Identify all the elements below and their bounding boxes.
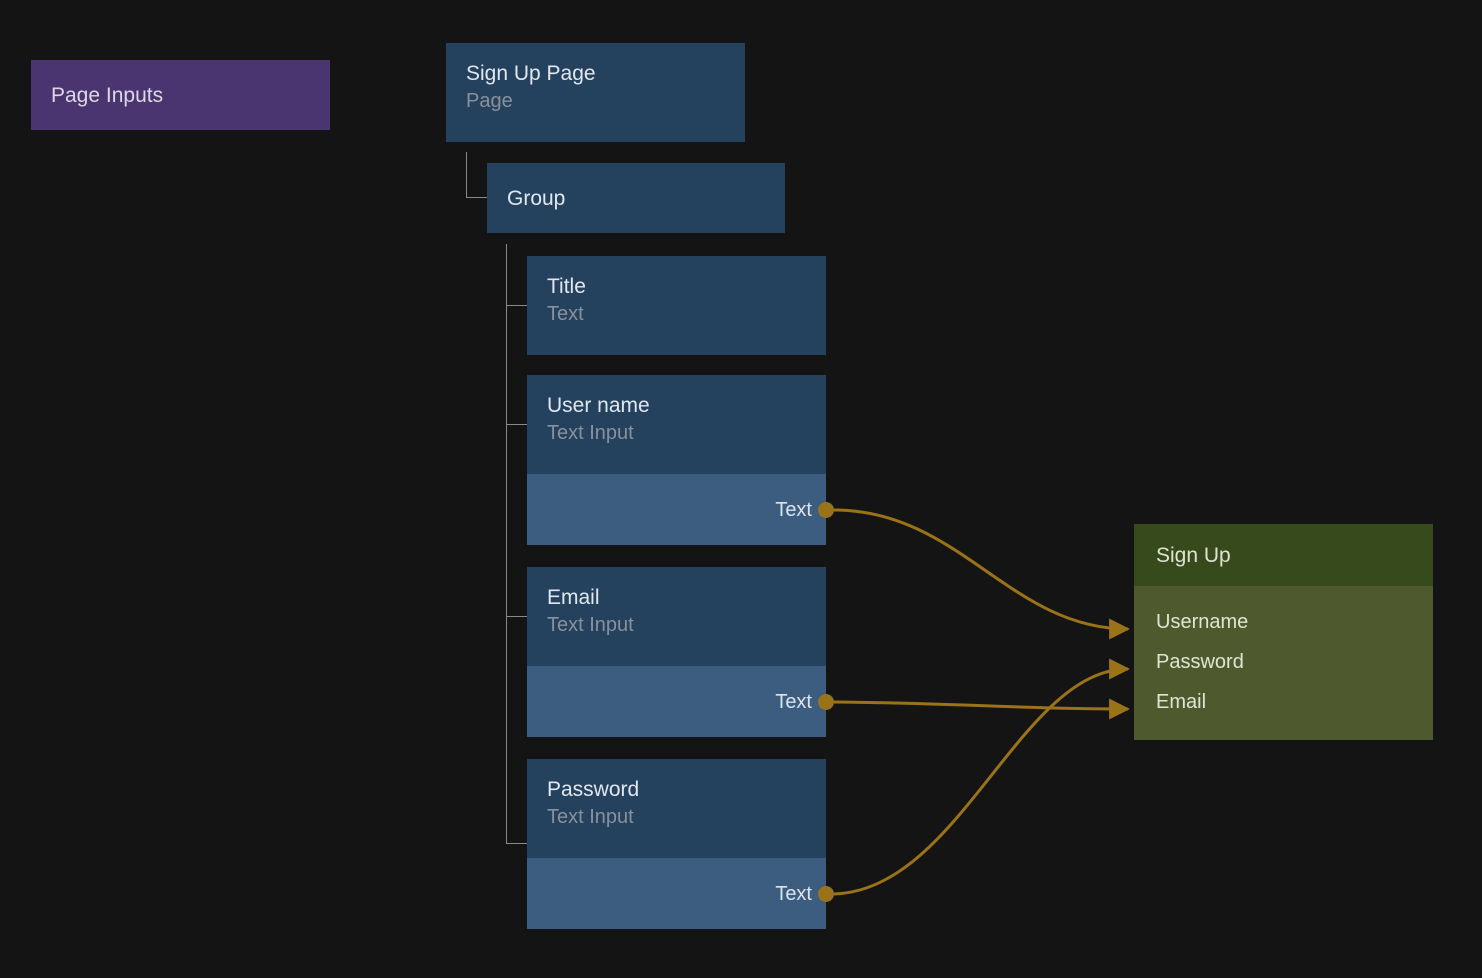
node-group[interactable]: Group <box>487 163 785 233</box>
tree-line-group-trunk <box>506 244 507 844</box>
tree-line-child-stub-password <box>506 843 528 844</box>
node-email-port-label: Text <box>775 690 812 713</box>
node-page-inputs[interactable]: Page Inputs <box>31 60 330 130</box>
node-sign-up-page-title: Sign Up Page <box>466 62 596 85</box>
node-password-subtitle: Text Input <box>547 806 634 828</box>
edge-email <box>833 698 1131 720</box>
node-email-subtitle: Text Input <box>547 614 634 636</box>
node-user-name-subtitle: Text Input <box>547 422 634 444</box>
input-port-email-label: Email <box>1156 691 1207 713</box>
node-password[interactable]: Password Text Input Text <box>527 759 834 929</box>
node-password-header: Password Text Input <box>527 759 826 858</box>
node-password-output-port[interactable]: Text <box>527 858 834 929</box>
node-sign-up-page-subtitle: Page <box>466 90 513 112</box>
output-port-dot-icon[interactable] <box>818 885 834 902</box>
node-group-header: Group <box>487 163 785 233</box>
tree-line-child-stub-title <box>506 305 528 306</box>
node-email[interactable]: Email Text Input Text <box>527 567 834 737</box>
node-sign-up-title: Sign Up <box>1156 543 1231 567</box>
node-sign-up[interactable]: Sign Up Username Password Email <box>1134 524 1433 745</box>
node-title-subtitle: Text <box>547 303 584 325</box>
tree-line-page-to-group-stub <box>466 197 488 198</box>
node-group-title: Group <box>507 186 566 210</box>
edge-username <box>833 508 1131 640</box>
input-port-username-label: Username <box>1156 611 1249 633</box>
input-port-password-label: Password <box>1156 651 1244 673</box>
node-user-name-port-label: Text <box>775 498 812 521</box>
node-password-title: Password <box>547 778 640 801</box>
node-sign-up-page[interactable]: Sign Up Page Page <box>446 43 745 142</box>
node-user-name-title: User name <box>547 394 650 417</box>
node-title-header: Title Text <box>527 256 826 355</box>
node-title[interactable]: Title Text <box>527 256 826 355</box>
node-user-name-output-port[interactable]: Text <box>527 474 834 545</box>
output-port-dot-icon[interactable] <box>818 693 834 710</box>
tree-line-child-stub-username <box>506 424 528 425</box>
node-email-output-port[interactable]: Text <box>527 666 834 737</box>
node-password-port-label: Text <box>775 882 812 905</box>
input-port-username[interactable]: Username <box>1134 602 1433 642</box>
node-email-header: Email Text Input <box>527 567 826 666</box>
node-sign-up-header: Sign Up <box>1134 524 1433 586</box>
node-sign-up-body: Username Password Email <box>1134 586 1433 740</box>
node-page-inputs-title: Page Inputs <box>51 83 164 107</box>
node-user-name-header: User name Text Input <box>527 375 826 474</box>
node-page-inputs-header: Page Inputs <box>31 60 330 130</box>
node-sign-up-page-header: Sign Up Page Page <box>446 43 745 142</box>
tree-line-child-stub-email <box>506 616 528 617</box>
output-port-dot-icon[interactable] <box>818 501 834 518</box>
edge-password <box>833 658 1131 896</box>
input-port-password[interactable]: Password <box>1134 642 1433 682</box>
node-title-title: Title <box>547 275 586 298</box>
input-port-email[interactable]: Email <box>1134 682 1433 722</box>
node-email-title: Email <box>547 586 600 609</box>
node-user-name[interactable]: User name Text Input Text <box>527 375 834 545</box>
tree-line-page-to-group <box>466 152 467 198</box>
